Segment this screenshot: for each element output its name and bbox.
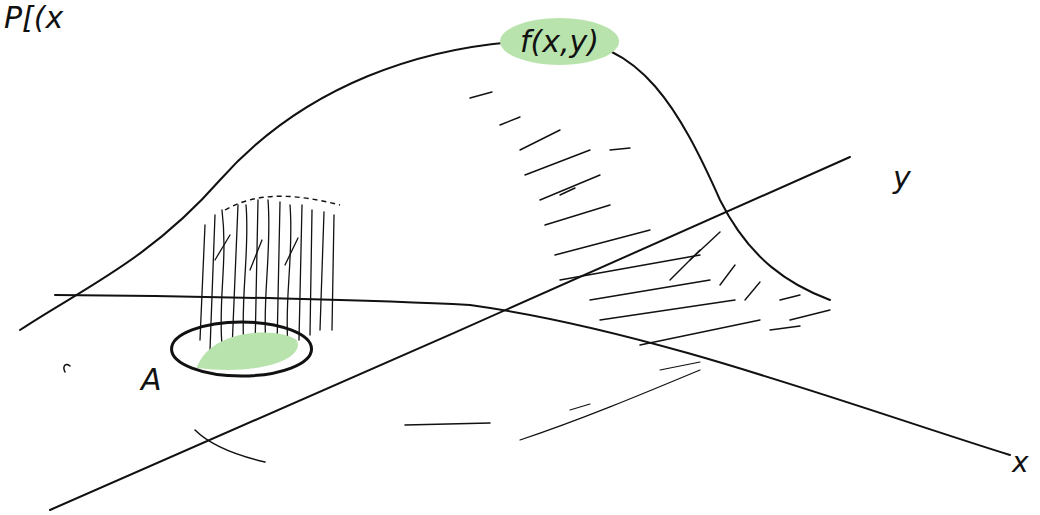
contour xyxy=(405,423,490,425)
axis-label: x xyxy=(1012,446,1029,479)
region-ellipse: A xyxy=(135,318,316,380)
volume-top xyxy=(225,196,340,210)
y-axis xyxy=(50,157,850,510)
contour xyxy=(660,362,700,370)
contour xyxy=(570,404,590,410)
contour xyxy=(195,430,265,462)
shading-strokes xyxy=(470,92,830,345)
region-fill xyxy=(197,333,298,370)
bell-curve xyxy=(20,40,830,330)
axis-label: y xyxy=(893,160,911,195)
x-axis xyxy=(55,295,1010,455)
function-label: f(x,y) xyxy=(520,24,599,59)
contour xyxy=(520,370,700,440)
sketch-mark xyxy=(64,364,70,372)
region-label: A xyxy=(141,362,162,397)
probability-expression: P[(x xyxy=(4,0,63,35)
highlight-fill xyxy=(500,18,619,65)
region-outline xyxy=(172,322,312,376)
volume-hatch xyxy=(200,200,334,350)
region-shape xyxy=(135,318,316,380)
highlighted-function-label: f(x,y) xyxy=(500,18,619,65)
